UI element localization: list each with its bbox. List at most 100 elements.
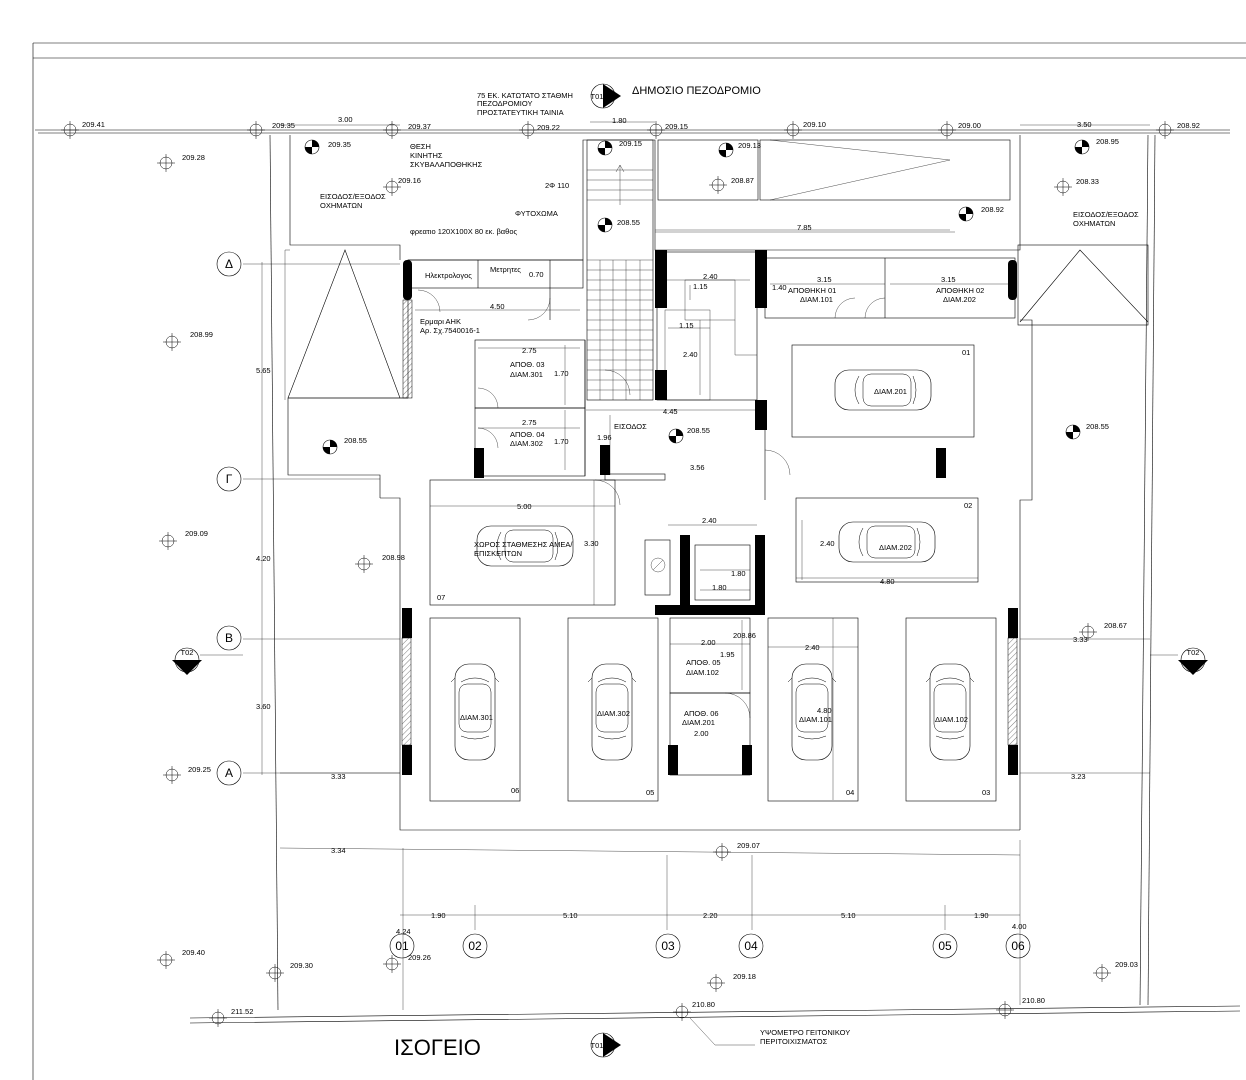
level-value: 208.95: [1096, 137, 1119, 146]
parking-no-05: 05: [646, 788, 654, 797]
level-value: 208.86: [733, 631, 756, 640]
store03-label-1: ΑΠΟΘ. 03: [510, 360, 545, 369]
level-values: 209.41 209.35 209.37 209.22 209.15 209.1…: [82, 120, 1200, 1016]
pipe-label: 2Φ 110: [545, 181, 569, 190]
kerb-note-line1: 75 ΕΚ. ΚΑΤΩΤΑΤΟ ΣΤΑΘΜΗ: [477, 91, 573, 100]
level-value: 208.55: [687, 426, 710, 435]
drawing-title: ΙΣΟΓΕΙΟ: [394, 1035, 481, 1060]
store03-label-2: ΔΙΑΜ.301: [510, 370, 543, 379]
lift-core: [644, 535, 765, 615]
level-value: 209.00: [958, 121, 981, 130]
dimension-value: 5.10: [841, 911, 856, 920]
level-value: 209.15: [665, 122, 688, 131]
level-value: 210.80: [1022, 996, 1045, 1005]
level-value: 209.10: [803, 120, 826, 129]
dimension-value: 2.75: [522, 346, 537, 355]
section-arrow-icon: [1178, 660, 1208, 675]
dimension-value: 2.40: [702, 516, 717, 525]
plot-boundary: [35, 129, 1241, 1024]
parking-bay-03: [905, 617, 997, 802]
dimension-value: 2.40: [703, 272, 718, 281]
section-arrow-icon: [603, 1033, 621, 1057]
parking-label-05: ΔΙΑΜ.302: [597, 709, 630, 718]
level-value: 209.07: [737, 841, 760, 850]
section-mark-bottom: Τ01: [591, 1041, 604, 1050]
dimension-value: 3.15: [941, 275, 956, 284]
dimension-value: 1.90: [974, 911, 989, 920]
level-value: 208.92: [981, 205, 1004, 214]
dimension-value: 3.50: [1077, 120, 1092, 129]
dimension-value: 2.00: [701, 638, 716, 647]
dimension-value: 1.80: [712, 583, 727, 592]
store02-label-1: ΑΠΟΘΗΚΗ 02: [936, 286, 984, 295]
level-value: 209.25: [188, 765, 211, 774]
page-frame: [32, 42, 1246, 1080]
store05-label-1: ΑΠΟΘ. 05: [686, 658, 721, 667]
entrance-label: ΕΙΣΟΔΟΣ: [614, 422, 647, 431]
neighbour-note-line1: ΥΨΟΜΕΤΡΟ ΓΕΙΤΟΝΙΚΟΥ: [760, 1028, 850, 1037]
grid-number-02: 02: [468, 939, 482, 953]
store02-label-2: ΔΙΑΜ.202: [943, 295, 976, 304]
level-value: 209.22: [537, 123, 560, 132]
level-value: 208.55: [1086, 422, 1109, 431]
kerb-note-line2: ΠΕΖΟΔΡΟΜΙΟΥ: [477, 99, 532, 108]
grid-letter-beta: Β: [225, 631, 233, 645]
parking-label-02: ΔΙΑΜ.202: [879, 543, 912, 552]
dimension-value: 3.15: [817, 275, 832, 284]
vehicle-entry-left-1: ΕΙΣΟΔΟΣ/ΕΞΟΔΟΣ: [320, 192, 386, 201]
bin-label-2: ΚΙΝΗΤΗΣ: [410, 151, 443, 160]
parking-label-04: ΔΙΑΜ.101: [799, 715, 832, 724]
level-value: 209.15: [619, 139, 642, 148]
level-value: 209.35: [272, 121, 295, 130]
parking-bay-02: [795, 497, 979, 583]
dimension-value: 4.20: [256, 554, 271, 563]
parking-no-04: 04: [846, 788, 854, 797]
dimension-value: 1.80: [612, 116, 627, 125]
manhole-label: φρεατιο 120Χ100Χ 80 εκ. βαθος: [410, 227, 517, 236]
grid-number-06: 06: [1011, 939, 1025, 953]
electrician-label: Ηλεκτρολογος: [425, 271, 472, 280]
dimension-value: 4.00: [1012, 922, 1027, 931]
level-value: 209.03: [1115, 960, 1138, 969]
grid-number-04: 04: [744, 939, 758, 953]
section-mark-left: Τ02: [181, 648, 194, 657]
store04-label-1: ΑΠΟΘ. 04: [510, 430, 545, 439]
dimension-value: 2.40: [805, 643, 820, 652]
level-value: 208.33: [1076, 177, 1099, 186]
grid-number-01: 01: [395, 939, 409, 953]
vehicle-entry-right-1: ΕΙΣΟΔΟΣ/ΕΞΟΔΟΣ: [1073, 210, 1139, 219]
level-value: 209.41: [82, 120, 105, 129]
grid-number-05: 05: [938, 939, 952, 953]
dimension-value: 3.30: [584, 539, 599, 548]
dimension-value: 3.33: [1073, 635, 1088, 644]
grid-letter-alpha: Α: [225, 766, 233, 780]
dimension-value: 3.00: [338, 115, 353, 124]
dimension-value: 2.40: [820, 539, 835, 548]
grid-letter-gamma: Γ: [226, 472, 233, 486]
dimension-value: 2.00: [694, 729, 709, 738]
cabinet-label-1: Ερμαρι ΑΗΚ: [420, 317, 461, 326]
dimension-value: 4.50: [490, 302, 505, 311]
dimension-value: 3.60: [256, 702, 271, 711]
level-value: 209.35: [328, 140, 351, 149]
level-value: 209.18: [733, 972, 756, 981]
parking-bay-01: [791, 344, 975, 438]
level-value: 208.55: [344, 436, 367, 445]
building-outline: [287, 135, 1149, 831]
dimension-value: 0.70: [529, 270, 544, 279]
level-value: 209.26: [408, 953, 431, 962]
dimension-value: 1.80: [731, 569, 746, 578]
dimension-value: 1.70: [554, 437, 569, 446]
dimension-value: 1.15: [693, 282, 708, 291]
section-mark-top: Τ01: [591, 92, 604, 101]
dimension-value: 4.45: [663, 407, 678, 416]
store01-label-2: ΔΙΑΜ.101: [800, 295, 833, 304]
level-value: 209.30: [290, 961, 313, 970]
dimension-value: 2.75: [522, 418, 537, 427]
parking-label-01: ΔΙΑΜ.201: [874, 387, 907, 396]
dimension-value: 4.24: [396, 927, 411, 936]
parking-bay-05: [567, 617, 659, 802]
parking-no-01: 01: [962, 348, 970, 357]
vehicle-entry-right-2: ΟΧΗΜΑΤΩΝ: [1073, 219, 1115, 228]
disabled-parking-label-1: ΧΩΡΟΣ ΣΤΑΘΜΕΣΗΣ ΑΜΕΑ/: [474, 540, 573, 549]
